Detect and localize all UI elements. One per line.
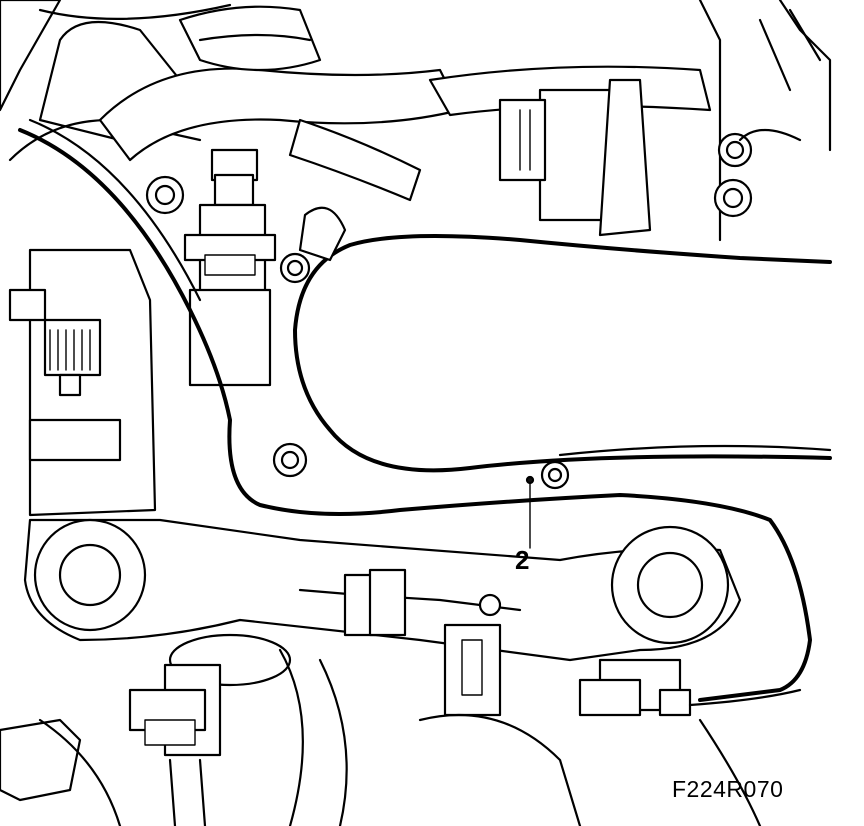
sensor-assembly xyxy=(183,148,277,387)
wire-harness xyxy=(18,118,812,702)
housing-bolts xyxy=(145,175,570,490)
callout-2-label: 2 xyxy=(515,545,530,575)
left-connector-block xyxy=(8,248,157,517)
fuel-line xyxy=(298,568,522,717)
callout-2-leader xyxy=(525,475,535,549)
upper-right-bolts xyxy=(713,129,802,218)
lower-left-parts xyxy=(0,633,762,826)
intake-hose xyxy=(293,234,832,473)
lower-right-connector xyxy=(578,658,802,717)
upper-right-connector xyxy=(498,0,832,242)
figure-id: F224R070 xyxy=(672,776,784,802)
